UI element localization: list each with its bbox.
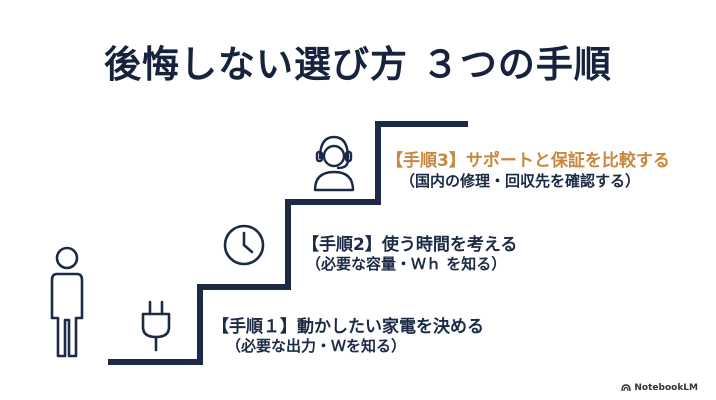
step-3-subtext: （国内の修理・回収先を確認する） xyxy=(400,172,641,190)
step-2-subtext: （必要な容量・Ｗｈ を知る） xyxy=(306,255,507,273)
notebooklm-watermark: NotebookLM xyxy=(621,383,698,393)
step-2-heading: 【手順2】使う時間を考える xyxy=(302,235,518,255)
step-1-heading: 【手順１】動かしたい家電を決める xyxy=(212,317,484,337)
notebooklm-logo-icon xyxy=(621,384,632,392)
staircase-line xyxy=(108,121,468,365)
plug-icon xyxy=(141,300,171,352)
page-title: 後悔しない選び方 ３つの手順 xyxy=(104,43,612,86)
step-3-heading: 【手順3】サポートと保証を比較する xyxy=(386,151,670,171)
person-icon xyxy=(50,246,84,358)
clock-icon xyxy=(223,224,265,266)
brand-label: NotebookLM xyxy=(634,383,698,393)
headset-support-icon xyxy=(313,135,355,192)
step-1-subtext: （必要な出力・Ｗを知る） xyxy=(226,337,407,355)
